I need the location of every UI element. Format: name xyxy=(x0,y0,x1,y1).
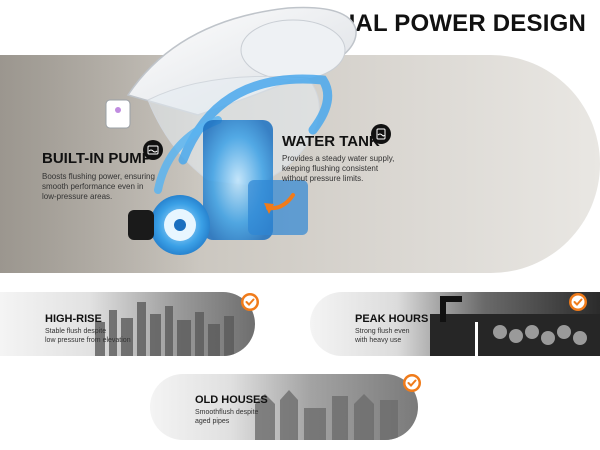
peak-hours-text-line: Strong flush even xyxy=(355,328,410,335)
peak-hours-description: Strong flush even with heavy use xyxy=(355,327,409,345)
pump-title: BUILT-IN PUMP xyxy=(42,150,152,167)
highrise-title: HIGH-RISE xyxy=(45,313,102,325)
pump-text-line: smooth performance even in xyxy=(42,182,144,191)
tank-text-line: without pressure limits. xyxy=(282,174,364,183)
peak-hours-card: PEAK HOURS Strong flush even with heavy … xyxy=(310,292,600,356)
tank-description: Provides a steady water supply, keeping … xyxy=(282,154,394,184)
peak-hours-title: PEAK HOURS xyxy=(355,313,429,325)
check-badge-icon xyxy=(241,293,259,311)
old-houses-text-line: aged pipes xyxy=(195,418,230,425)
old-houses-card: OLD HOUSES Smoothflush despite aged pipe… xyxy=(150,374,418,440)
highrise-text-line: Stable flush despite xyxy=(45,328,107,335)
highrise-description: Stable flush despite low pressure from e… xyxy=(45,327,131,345)
highrise-card: HIGH-RISE Stable flush despite low press… xyxy=(0,292,255,356)
old-town-image xyxy=(255,390,398,440)
tank-text-line: keeping flushing consistent xyxy=(282,164,379,173)
highrise-text-line: low pressure from elevation xyxy=(45,337,131,344)
city-skyline-image xyxy=(95,302,234,356)
tank-title: WATER TANK xyxy=(282,133,380,150)
pump-text-line: low-pressure areas. xyxy=(42,192,113,201)
tank-text-line: Provides a steady water supply, xyxy=(282,154,395,163)
pump-icon xyxy=(143,140,163,160)
kitchen-sink-image xyxy=(430,296,600,356)
tank-icon xyxy=(371,124,391,144)
check-badge-icon xyxy=(569,293,587,311)
check-badge-icon xyxy=(403,374,421,392)
old-houses-text-line: Smoothflush despite xyxy=(195,409,259,416)
page-title: DUAL POWER DESIGN xyxy=(320,10,586,37)
pump-description: Boosts flushing power, ensuring smooth p… xyxy=(42,172,155,202)
old-houses-title: OLD HOUSES xyxy=(195,394,268,406)
toilet-illustration xyxy=(105,6,357,255)
old-houses-description: Smoothflush despite aged pipes xyxy=(195,408,258,426)
peak-hours-text-line: with heavy use xyxy=(355,337,402,344)
pump-text-line: Boosts flushing power, ensuring xyxy=(42,172,155,181)
